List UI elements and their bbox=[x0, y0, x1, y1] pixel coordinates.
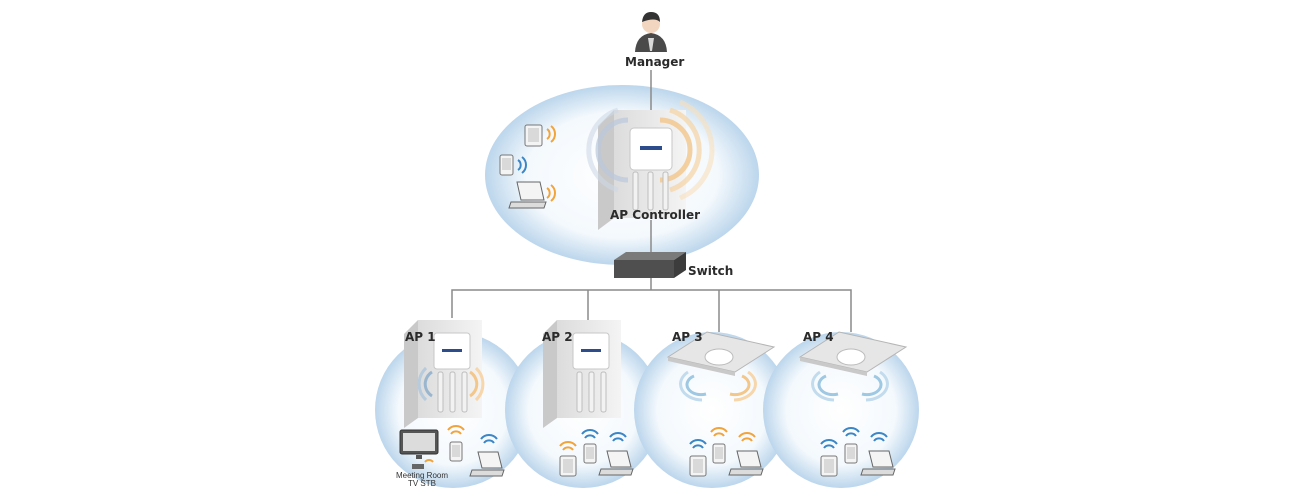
tablet-icon bbox=[524, 124, 543, 147]
wall-access-point-icon bbox=[404, 320, 485, 428]
ap1-label: AP 1 bbox=[405, 330, 436, 344]
wifi-icon bbox=[559, 429, 627, 451]
laptop-icon bbox=[469, 451, 505, 477]
tv-icon bbox=[399, 429, 439, 469]
meeting-room-line1: Meeting Room bbox=[395, 471, 449, 480]
ap-controller-label: AP Controller bbox=[610, 208, 701, 222]
phone-icon bbox=[583, 443, 597, 464]
ceiling-access-point-icon bbox=[666, 331, 776, 402]
ceiling-access-point-icon bbox=[798, 331, 908, 402]
phone-icon bbox=[499, 154, 514, 176]
network-cables bbox=[451, 70, 852, 332]
wifi-icon bbox=[517, 156, 527, 174]
wifi-icon bbox=[689, 427, 756, 449]
wifi-icon bbox=[546, 125, 556, 143]
tablet-icon bbox=[559, 455, 577, 477]
ap4-label: AP 4 bbox=[803, 330, 834, 344]
meeting-room-label: Meeting Room TV STB bbox=[392, 472, 452, 488]
laptop-icon bbox=[860, 450, 896, 476]
ap4-coverage-bubble bbox=[763, 332, 919, 488]
wifi-icon bbox=[820, 427, 888, 449]
network-switch-icon bbox=[614, 252, 686, 278]
wifi-icon bbox=[546, 184, 556, 202]
wall-access-point-icon bbox=[586, 99, 715, 230]
tablet-icon bbox=[820, 455, 838, 477]
phone-icon bbox=[844, 443, 858, 464]
ap3-label: AP 3 bbox=[672, 330, 703, 344]
tablet-icon bbox=[689, 455, 707, 477]
laptop-icon bbox=[598, 450, 634, 476]
ap2-label: AP 2 bbox=[542, 330, 573, 344]
phone-icon bbox=[712, 443, 726, 464]
ap3-coverage-bubble bbox=[634, 332, 790, 488]
laptop-icon bbox=[508, 181, 547, 209]
laptop-icon bbox=[728, 450, 764, 476]
phone-icon bbox=[449, 441, 463, 462]
manager-label: Manager bbox=[625, 55, 685, 69]
meeting-room-line2: TV STB bbox=[407, 479, 436, 488]
wifi-icon bbox=[424, 425, 498, 463]
wall-access-point-icon bbox=[543, 320, 621, 428]
person-icon bbox=[635, 12, 667, 52]
switch-label: Switch bbox=[688, 264, 734, 278]
